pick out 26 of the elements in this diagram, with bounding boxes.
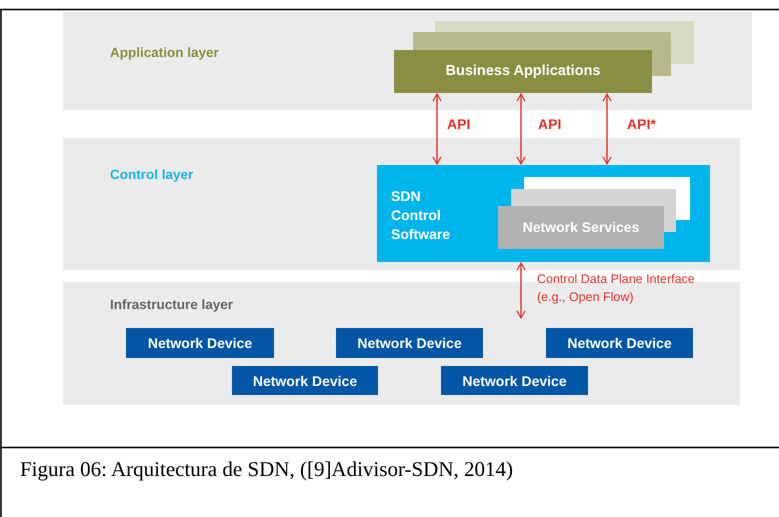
edge-label: API [538,115,562,133]
device-box: Network Device [126,328,274,358]
layer-title: Application layer [110,45,219,60]
layer-band [63,282,740,405]
device-box: Network Device [546,328,693,358]
edge-label: Control Data Plane Interface (e.g., Open Flow) [537,271,696,306]
double-arrow [432,93,442,165]
layer-title: Control layer [110,167,194,182]
box-title: SDN Control Software [391,187,452,244]
edge-label: API [447,115,470,133]
device-box: Network Device [232,366,378,395]
double-arrow [516,93,526,165]
box-label: Network Services [522,218,640,237]
layer-band [63,138,740,270]
device-box: Network Device [441,366,588,395]
figure-caption: Figura 06: Arquitectura de SDN, ([9]Adivisor-SDN, 2014) [20,457,514,482]
device-box: Network Device [336,328,483,358]
layer-title: Infrastructure layer [110,297,234,312]
double-arrow [602,93,612,165]
box-label: Business Applications [444,62,602,81]
layer-band [63,12,752,110]
stacked-box [394,21,694,93]
edge-label: API* [627,115,656,133]
controller-box [377,165,710,262]
stacked-box [498,177,690,249]
double-arrow [516,262,526,319]
